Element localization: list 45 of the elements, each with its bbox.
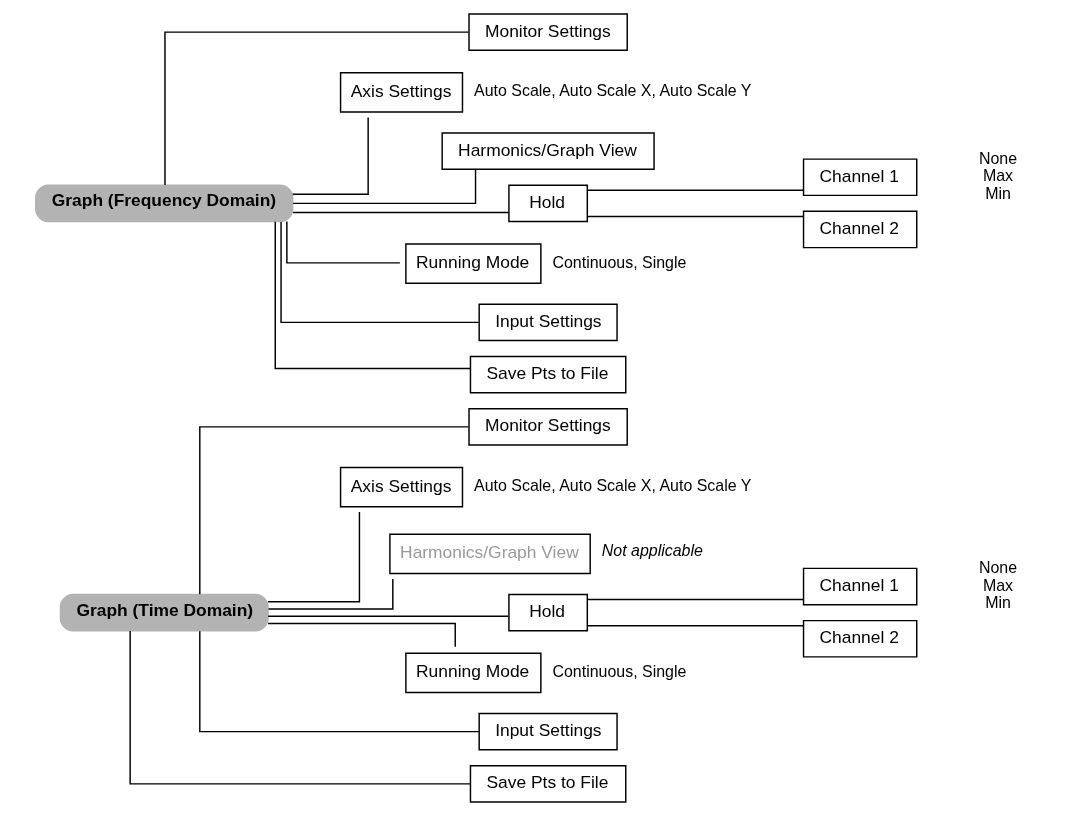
node-box: Axis Settings xyxy=(339,72,464,113)
node-box: Channel 1 xyxy=(802,567,918,606)
connector xyxy=(292,116,369,196)
node-box: Hold xyxy=(508,593,589,632)
connector xyxy=(199,426,470,595)
node-box: Graph (Frequency Domain) xyxy=(35,184,294,223)
connector xyxy=(267,615,510,617)
connector xyxy=(292,168,477,205)
label: None Max Min xyxy=(978,149,1018,202)
connector xyxy=(267,578,394,610)
connector xyxy=(586,189,805,192)
connector xyxy=(129,630,471,785)
node-box: Axis Settings xyxy=(339,466,464,508)
node-box: Channel 1 xyxy=(802,158,918,197)
connector xyxy=(586,624,805,627)
node-box: Input Settings xyxy=(478,303,618,342)
node-box: Save Pts to File xyxy=(469,765,627,803)
connector xyxy=(164,31,470,186)
node-box: Running Mode xyxy=(405,652,542,694)
node-box: Channel 2 xyxy=(802,619,918,658)
node-box: Input Settings xyxy=(478,712,618,751)
connector xyxy=(267,511,361,603)
connector xyxy=(586,598,805,601)
connector xyxy=(586,215,805,218)
node-box: Monitor Settings xyxy=(468,408,628,446)
connector xyxy=(292,211,510,214)
node-box: Harmonics/Graph View xyxy=(441,132,655,170)
node-label: Not applicable xyxy=(601,542,703,560)
node-box: Hold xyxy=(508,184,589,223)
connector xyxy=(199,630,480,733)
connector xyxy=(267,622,456,648)
node-box: Save Pts to File xyxy=(469,355,627,394)
connector xyxy=(274,220,471,370)
node-box: Harmonics/Graph View xyxy=(389,533,591,575)
node-label: Auto Scale, Auto Scale X, Auto Scale Y xyxy=(474,82,752,100)
connector xyxy=(286,220,401,264)
node-label: Continuous, Single xyxy=(552,253,687,271)
node-label: Continuous, Single xyxy=(552,662,687,680)
node-label: Auto Scale, Auto Scale X, Auto Scale Y xyxy=(474,477,752,495)
connector xyxy=(280,221,480,324)
node-box: Monitor Settings xyxy=(468,13,628,51)
label: None Max Min xyxy=(978,559,1018,611)
node-box: Channel 2 xyxy=(802,210,918,249)
node-box: Running Mode xyxy=(405,243,542,284)
node-box: Graph (Time Domain) xyxy=(59,593,269,632)
